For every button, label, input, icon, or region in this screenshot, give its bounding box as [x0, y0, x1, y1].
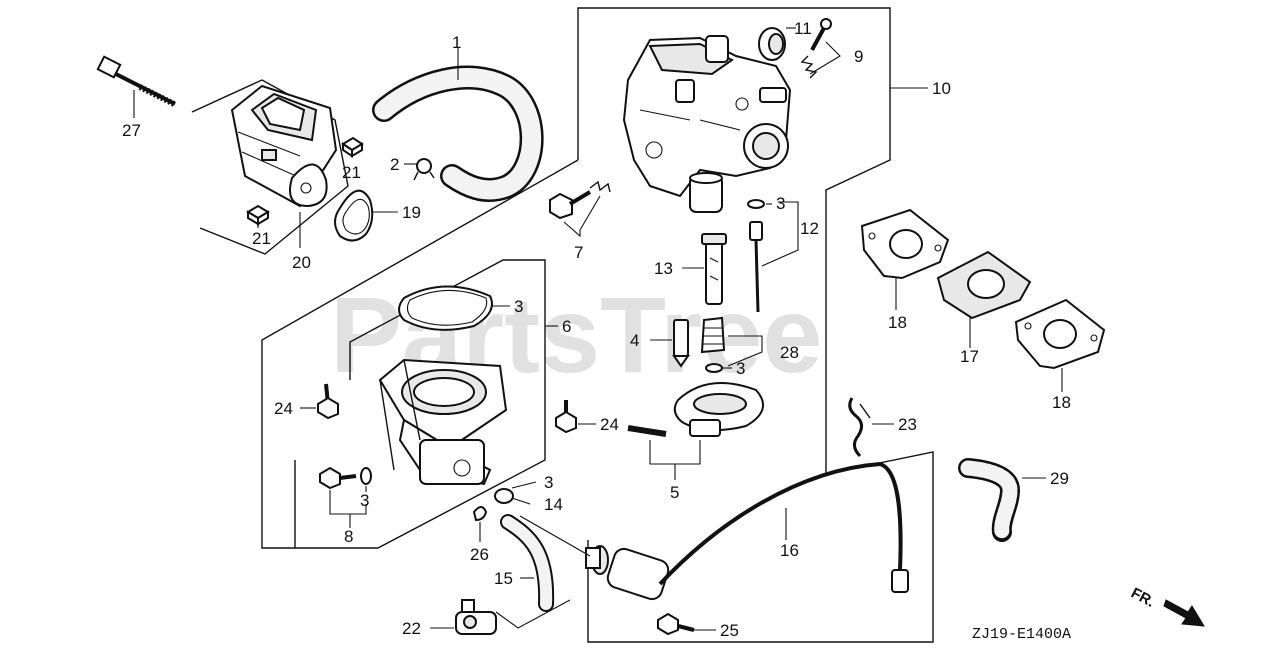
callout-19: 19 — [402, 203, 421, 222]
part-23-clip[interactable] — [848, 397, 871, 458]
leader-8 — [329, 490, 367, 515]
front-direction-indicator: FR. — [1128, 585, 1205, 627]
callout-11: 11 — [794, 19, 812, 38]
part-4-float-valve[interactable] — [672, 319, 690, 368]
callout-28: 28 — [780, 343, 799, 362]
part-17-insulator[interactable] — [936, 250, 1032, 320]
callout-10: 10 — [932, 79, 951, 98]
part-19-gasket[interactable] — [334, 189, 374, 242]
callout-20: 20 — [292, 253, 311, 272]
callout-6: 6 — [562, 317, 571, 336]
leader-3d — [511, 481, 537, 489]
callout-5: 5 — [670, 483, 679, 502]
part-21-nut-upper[interactable] — [341, 136, 364, 158]
leader-12 — [761, 201, 799, 267]
part-24-bolt-right[interactable] — [555, 400, 577, 434]
callout-29: 29 — [1050, 469, 1069, 488]
callout-24-right: 24 — [600, 415, 619, 434]
callout-23: 23 — [898, 415, 917, 434]
callout-14: 14 — [544, 495, 563, 514]
part-26-clip[interactable] — [472, 506, 488, 522]
carburetor-assembly-outline — [577, 7, 891, 474]
part-27-bolt[interactable] — [96, 55, 176, 107]
callout-3-mid: 3 — [736, 359, 745, 378]
part-25-screw[interactable] — [657, 612, 695, 636]
leader-22b — [495, 599, 571, 629]
leader-16b — [519, 515, 591, 557]
part-21-nut-lower[interactable] — [246, 204, 270, 226]
part-5-float[interactable] — [627, 381, 765, 437]
float-chamber-outline — [294, 259, 546, 549]
callout-12: 12 — [800, 219, 819, 238]
callout-16: 16 — [780, 541, 799, 560]
leader-28 — [727, 335, 763, 367]
part-10-carburetor-body[interactable] — [622, 35, 792, 213]
part-16-solenoid[interactable] — [585, 461, 909, 602]
callout-3-lower: 3 — [544, 473, 553, 492]
main-outline-upper — [261, 159, 579, 549]
callout-21-lower: 21 — [252, 229, 271, 248]
part-22-holder[interactable] — [455, 599, 497, 635]
part-3-oring-bowl[interactable] — [398, 285, 493, 331]
callout-24-left: 24 — [274, 399, 293, 418]
callout-3-drain: 3 — [360, 491, 369, 510]
intake-outline — [191, 79, 349, 255]
callout-7: 7 — [574, 243, 583, 262]
part-20-air-intake[interactable] — [230, 84, 338, 208]
part-3-washer-drain[interactable] — [360, 467, 372, 485]
callout-8: 8 — [344, 527, 353, 546]
part-18-gasket-left[interactable] — [860, 208, 950, 280]
leader-9 — [809, 41, 841, 75]
part-8-drain-screw[interactable] — [319, 466, 357, 490]
diagram-code: ZJ19-E1400A — [972, 626, 1071, 643]
callout-2: 2 — [390, 155, 399, 174]
callout-26: 26 — [470, 545, 489, 564]
part-18-gasket-right[interactable] — [1014, 298, 1106, 370]
callout-17: 17 — [960, 347, 979, 366]
part-12-needle[interactable] — [749, 221, 763, 313]
callout-22: 22 — [402, 619, 421, 638]
callout-15: 15 — [494, 569, 513, 588]
callout-21-upper: 21 — [342, 163, 361, 182]
part-11-seal[interactable] — [758, 27, 786, 61]
front-arrow-icon — [1163, 599, 1205, 627]
part-3-washer-mid[interactable] — [705, 363, 723, 373]
callout-3-upper: 3 — [776, 194, 785, 213]
callout-18-left: 18 — [888, 313, 907, 332]
callout-3-oring: 3 — [514, 297, 523, 316]
part-2-clip[interactable] — [413, 158, 435, 181]
part-24-bolt-left[interactable] — [317, 383, 339, 420]
callout-4: 4 — [630, 331, 639, 350]
callout-18-right: 18 — [1052, 393, 1071, 412]
leader-5 — [649, 440, 701, 465]
part-28-main-jet[interactable] — [700, 316, 726, 354]
callout-13: 13 — [654, 259, 673, 278]
part-9-screw-spring[interactable] — [800, 18, 832, 79]
main-outline-lower — [587, 451, 934, 643]
callout-27: 27 — [122, 121, 141, 140]
front-label: FR. — [1128, 585, 1157, 611]
part-13-jet-tube[interactable] — [701, 233, 727, 305]
part-29-tube[interactable] — [958, 458, 1021, 542]
leader-14 — [511, 497, 531, 505]
callout-25: 25 — [720, 621, 739, 640]
part-6-float-chamber[interactable] — [378, 358, 508, 486]
part-3-washer-upper[interactable] — [747, 199, 765, 209]
part-14-washer[interactable] — [494, 488, 514, 504]
part-7-screw-spring[interactable] — [549, 180, 611, 220]
callout-9: 9 — [854, 47, 863, 66]
leader-7 — [563, 195, 601, 238]
callout-1: 1 — [452, 33, 461, 52]
